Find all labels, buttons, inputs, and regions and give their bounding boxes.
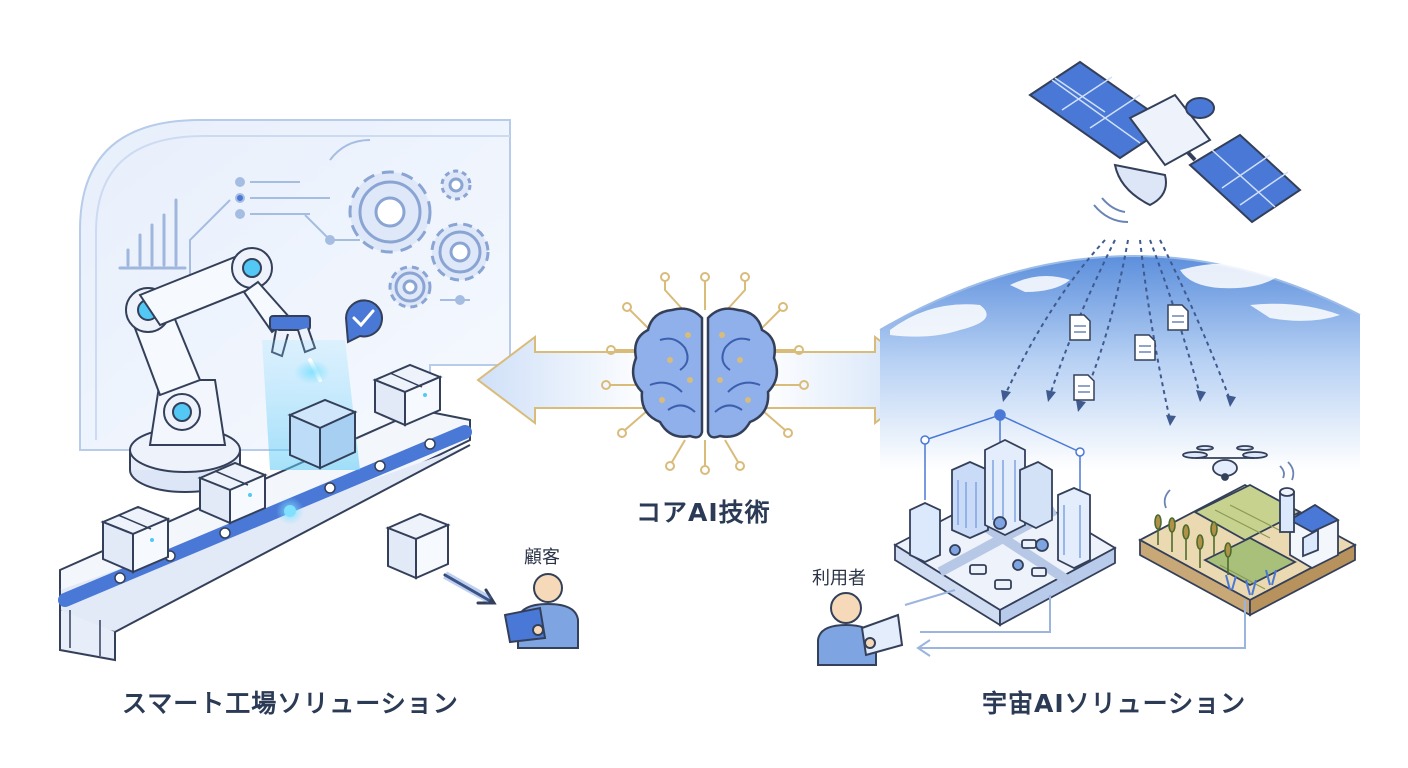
package-box [100, 505, 171, 574]
conveyor-belt [58, 408, 472, 662]
customer-label: 顧客 [524, 547, 560, 568]
circuit-lines [189, 139, 470, 305]
gear-icon [440, 169, 472, 201]
satellite-icon [1028, 60, 1302, 224]
core-ai-title: コアAI技術 [636, 498, 771, 527]
package-box [372, 363, 443, 427]
check-bubble-icon [344, 299, 383, 344]
customer-figure [503, 573, 579, 649]
feedback-lines [904, 589, 1246, 657]
delivery-arrow [443, 573, 497, 605]
space-ai-title: 宇宙AIソリューション [982, 689, 1247, 718]
signal-icon [1163, 461, 1295, 509]
user-figure [817, 592, 904, 666]
package-box [197, 461, 268, 525]
bar-chart-icon [118, 198, 187, 270]
gear-icon [430, 222, 490, 282]
user-label: 利用者 [812, 568, 866, 589]
gear-icon [388, 265, 432, 309]
package-box [287, 398, 358, 470]
brain-icon [631, 307, 779, 439]
smart-factory-title: スマート工場ソリューション [122, 689, 459, 718]
smart-city-block [893, 438, 1117, 627]
document-icon [1069, 304, 1189, 401]
drone-icon [1182, 445, 1268, 481]
gear-icon [348, 170, 432, 254]
smart-farm-block [1138, 483, 1357, 617]
data-stream-arrowheads [1001, 390, 1236, 426]
package-box [385, 512, 451, 580]
earth-horizon [879, 255, 1361, 470]
left-arrow [476, 334, 651, 426]
circuit-lines [601, 272, 809, 475]
